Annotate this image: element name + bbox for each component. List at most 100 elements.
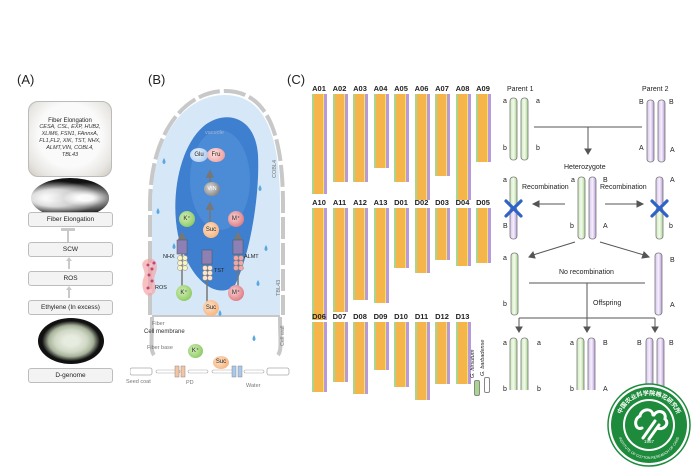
chromosome-synteny-bar <box>312 208 327 320</box>
allele: a <box>537 340 541 347</box>
fiber-image-bottom <box>38 318 104 364</box>
chromosome-synteny-bar <box>435 208 450 260</box>
legend-hirsutum-label: G. hirsutum <box>470 349 476 378</box>
allele: A <box>670 302 675 309</box>
gene-list-0: CESA, CSL, EXP, HUB2, <box>39 124 101 130</box>
fiber-elongation-gene-box: Fiber Elongation CESA, CSL, EXP, HUB2, X… <box>28 101 112 177</box>
chromosome-label: D03 <box>435 198 449 207</box>
panel-b-label: (B) <box>148 72 166 87</box>
chromosome-label: D07 <box>332 312 347 321</box>
ion-suc-base: Suc <box>213 356 229 369</box>
chromosome-synteny-bar <box>394 94 409 182</box>
cell-membrane-label: Cell membrane <box>144 329 185 335</box>
fiber-base <box>149 316 283 357</box>
allele: a <box>571 177 575 184</box>
ros-label: ROS <box>155 285 167 291</box>
cobl4-label: COBL4 <box>272 159 278 178</box>
chromosome-synteny-bar <box>373 322 389 370</box>
allele: b <box>503 145 507 152</box>
chromosome-synteny-bar <box>312 322 327 392</box>
ion-glu: Glu <box>190 148 208 162</box>
seed-coat-label: Seed coat <box>126 379 151 385</box>
allele: B <box>669 340 674 347</box>
chromosome-label: A02 <box>332 84 347 93</box>
recombination-right-label: Recombination <box>600 184 647 191</box>
parent-2-label: Parent 2 <box>642 86 669 93</box>
allele: b <box>570 386 574 393</box>
tst-label: TST <box>214 268 225 274</box>
offspring-label: Offspring <box>593 300 622 307</box>
allele: b <box>536 145 540 152</box>
inhibit-symbol <box>67 228 69 242</box>
allele: b <box>503 301 507 308</box>
cell-diagram <box>130 88 290 378</box>
allele: A <box>670 177 675 184</box>
cell-wall-label: Cell wall <box>280 325 286 346</box>
chromosome-synteny-bar <box>332 208 348 312</box>
arrow-up-icon <box>66 286 72 290</box>
gene-list-2: FL1,FL2, XIK, TST, NHX, <box>39 138 101 144</box>
chromosome-synteny-bar <box>455 94 471 200</box>
allele: A <box>603 386 608 393</box>
transporter-tst <box>201 249 213 281</box>
allele: b <box>503 386 507 393</box>
allele: b <box>570 223 574 230</box>
allele: b <box>669 223 673 230</box>
panel-a-label: (A) <box>17 72 35 87</box>
heterozygote-label: Heterozygote <box>564 164 606 171</box>
fiber-label: Fiber <box>152 321 165 327</box>
ion-k-outer: K⁺ <box>176 285 192 301</box>
allele: a <box>503 340 507 347</box>
arrow-shaft <box>68 290 70 298</box>
allele: A <box>670 147 675 154</box>
flow-box-fiber-elongation: Fiber Elongation <box>28 212 113 227</box>
no-recombination-label: No recombination <box>559 269 614 276</box>
tbl43-label: TBL43 <box>276 279 282 296</box>
allele: a <box>536 98 540 105</box>
ion-m-outer: M⁺ <box>228 285 244 301</box>
chromosome-label: A03 <box>353 84 367 93</box>
chromosome-label: A01 <box>312 84 326 93</box>
cell-wall <box>148 88 285 315</box>
ion-k-base: K⁺ <box>188 344 203 358</box>
allele: a <box>570 340 574 347</box>
chromosome-synteny-bar <box>476 208 491 263</box>
allele: B <box>639 99 644 106</box>
suc-text: Suc <box>215 359 227 365</box>
flow-box-ros: ROS <box>28 271 113 286</box>
gene-list-3: ALMT,VIN, COBL4, <box>46 145 94 151</box>
chromosome-label: A06 <box>414 84 429 93</box>
chromosome-synteny-bar <box>476 94 491 162</box>
allele: B <box>503 223 508 230</box>
chromosome-label: D06 <box>312 312 326 321</box>
allele: B <box>669 99 674 106</box>
chromosome-synteny-bar <box>435 322 450 384</box>
chromosome-label: D02 <box>414 198 429 207</box>
legend-hirsutum-bar <box>474 380 480 396</box>
chromosome-synteny-bar <box>353 94 368 182</box>
almt-label: ALMT <box>244 254 259 260</box>
chromosome-synteny-bar <box>414 322 430 400</box>
k-text: K⁺ <box>183 216 191 222</box>
allele: B <box>637 340 642 347</box>
water-label: Water <box>246 383 261 389</box>
chromosome-label: A11 <box>332 198 347 207</box>
fiber-base-label: Fiber base <box>147 345 173 351</box>
arrow-up-icon <box>66 257 72 261</box>
institute-logo: 中国农业科学院棉花研究所 INSTITUTE OF COTTON RESEARC… <box>607 383 691 467</box>
flow-box-d-genome: D-genome <box>28 368 113 383</box>
vin-text: VIN <box>207 186 217 192</box>
chromosome-label: D10 <box>394 312 408 321</box>
chromosome-synteny-bar <box>414 208 430 273</box>
chromosome-label: D08 <box>353 312 367 321</box>
allele: a <box>503 98 507 105</box>
chromosome-label: D09 <box>373 312 388 321</box>
gene-list-4: TBL43 <box>61 152 79 158</box>
ion-m-inner: M⁺ <box>228 211 244 227</box>
allele: a <box>503 255 507 262</box>
gene-box-title: Fiber Elongation <box>48 118 92 124</box>
chromosome-label: A04 <box>373 84 388 93</box>
chromosome-label: D11 <box>414 312 429 321</box>
flow-box-scw: SCW <box>28 242 113 257</box>
vin-enzyme: VIN <box>204 182 220 196</box>
